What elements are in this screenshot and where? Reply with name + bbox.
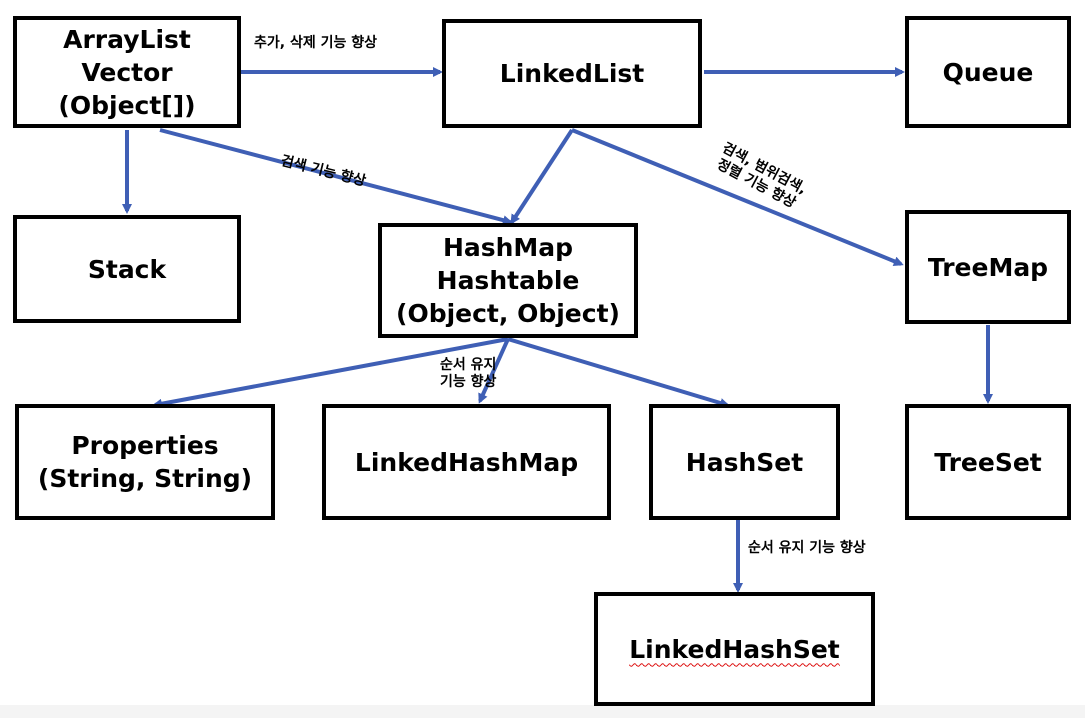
node-linkedhashset: LinkedHashSet xyxy=(594,592,875,706)
node-hashmap-line-2: Hashtable xyxy=(436,266,580,295)
edges-layer xyxy=(122,67,993,593)
node-properties: Properties (String, String) xyxy=(15,404,275,520)
node-linkedhashmap: LinkedHashMap xyxy=(322,404,611,520)
edge-linkedlist-to-treemap xyxy=(571,128,904,266)
node-hashmap-line-1: HashMap xyxy=(442,233,574,262)
edge-hashmap-to-linkedhashmap xyxy=(478,338,510,404)
node-treemap-line-1: TreeMap xyxy=(927,252,1049,282)
edge-label-hashmap-linkedhashmap-text: 순서 유지 기능 향상 xyxy=(440,357,497,390)
edge-hashmap-to-properties xyxy=(152,337,509,409)
node-linkedhashmap-line-1: LinkedHashMap xyxy=(354,447,579,477)
node-hashset: HashSet xyxy=(649,404,840,520)
node-linkedlist: LinkedList xyxy=(442,19,702,128)
edge-hashmap-to-hashset xyxy=(507,337,730,408)
node-linkedhashset-line-1: LinkedHashSet xyxy=(629,634,840,664)
node-stack: Stack xyxy=(13,215,241,323)
node-treeset: TreeSet xyxy=(905,404,1071,520)
edge-label-hashset-linkedhashset: 순서 유지 기능 향상 xyxy=(748,540,866,556)
edge-arraylist-to-hashmap xyxy=(159,128,513,226)
edge-linkedlist-to-hashmap xyxy=(510,128,574,225)
node-treemap: TreeMap xyxy=(905,210,1071,324)
node-properties-line-2: (String, String) xyxy=(37,464,253,493)
node-queue: Queue xyxy=(905,16,1071,128)
bottom-shade xyxy=(0,705,1085,718)
node-hashmap: HashMap Hashtable (Object, Object) xyxy=(378,223,638,338)
node-treeset-line-1: TreeSet xyxy=(934,447,1042,477)
node-arraylist-line-3: (Object[]) xyxy=(58,90,196,120)
node-hashmap-line-3: (Object, Object) xyxy=(396,299,620,328)
node-arraylist-line-2: Vector xyxy=(81,57,173,87)
node-hashset-line-1: HashSet xyxy=(685,447,804,477)
node-properties-line-1: Properties xyxy=(71,431,219,460)
edge-label-hashmap-linkedhashmap: 순서 유지 기능 향상 xyxy=(440,357,496,391)
edge-label-arraylist-linkedlist: 추가, 삭제 기능 향상 xyxy=(254,35,377,51)
node-stack-line-1: Stack xyxy=(87,254,167,284)
node-arraylist-line-1: ArrayList xyxy=(63,24,191,54)
node-queue-line-1: Queue xyxy=(942,57,1034,87)
node-linkedlist-line-1: LinkedList xyxy=(499,59,645,88)
node-arraylist: ArrayList Vector (Object[]) xyxy=(13,16,241,128)
